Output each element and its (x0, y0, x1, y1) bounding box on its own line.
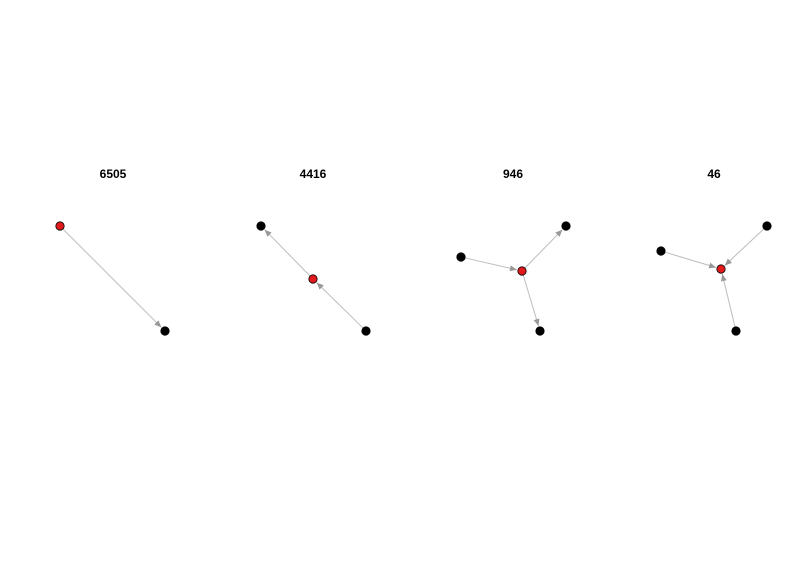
motif-node (361, 326, 371, 336)
motif-edge (724, 228, 765, 266)
motif-panel-4: 46 (614, 0, 802, 571)
motif-edge (264, 229, 311, 277)
motif-panel-2: 4416 (213, 0, 413, 571)
motif-title: 6505 (99, 167, 127, 181)
motif-edge (720, 273, 736, 328)
motif-node-highlighted (308, 274, 318, 284)
motif-node (731, 326, 741, 336)
motif-node (561, 221, 571, 231)
motif-node (535, 326, 545, 336)
motif-node (762, 221, 772, 231)
motif-title: 946 (502, 167, 524, 181)
motif-node-highlighted (55, 221, 65, 231)
motif-title: 46 (707, 167, 721, 181)
motif-node (456, 252, 466, 262)
motif-node (256, 221, 266, 231)
motif-node-highlighted (716, 264, 726, 274)
motif-edge (62, 228, 162, 328)
motif-panel-3: 946 (413, 0, 613, 571)
motif-node (160, 326, 170, 336)
motif-edge (522, 274, 540, 327)
motif-title: 4416 (299, 167, 327, 181)
motif-edge (524, 229, 563, 269)
motif-edge (464, 257, 518, 272)
motif-node (656, 246, 666, 256)
motif-panel-1: 6505 (13, 0, 213, 571)
motif-node-highlighted (517, 266, 527, 276)
motif-edge (664, 251, 717, 269)
motif-edge (316, 282, 364, 329)
